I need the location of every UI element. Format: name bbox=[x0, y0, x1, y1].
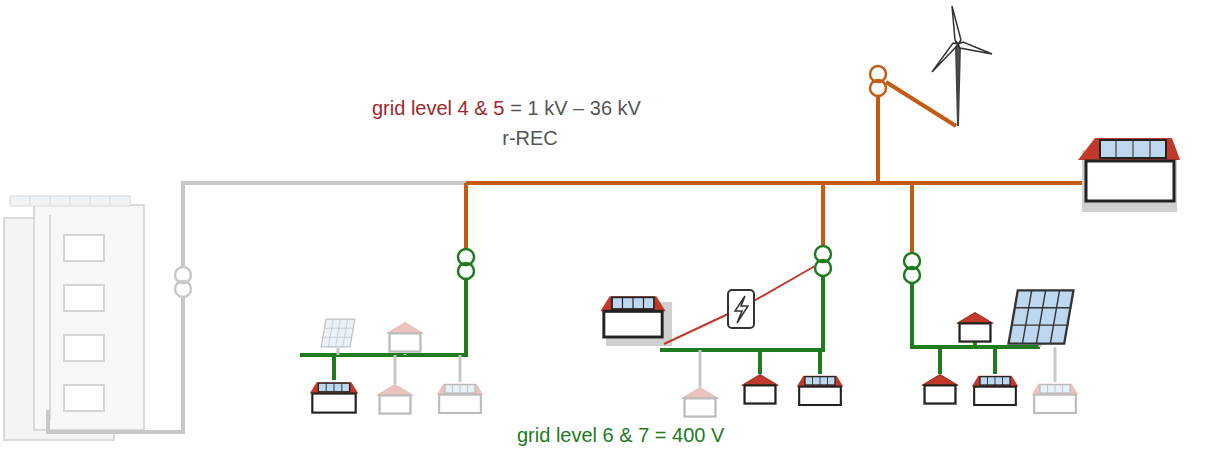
grey-feeder bbox=[48, 183, 470, 432]
house-pv bbox=[310, 382, 359, 412]
meter-box bbox=[728, 290, 754, 328]
pv-building bbox=[1078, 138, 1180, 212]
transformer bbox=[458, 66, 920, 283]
medium-voltage-line bbox=[466, 82, 1095, 252]
wind-turbine bbox=[932, 6, 992, 126]
grid-level-label: grid level 4 & 5 bbox=[372, 96, 504, 120]
low-voltage-line bbox=[300, 276, 1040, 380]
community-label: r-REC bbox=[502, 126, 558, 150]
voltage-range: = 1 kV – 36 kV bbox=[510, 96, 641, 120]
apartment-building bbox=[4, 196, 144, 440]
house-pv bbox=[600, 296, 665, 337]
grid-level-label: grid level 6 & 7 = 400 V bbox=[517, 423, 724, 447]
